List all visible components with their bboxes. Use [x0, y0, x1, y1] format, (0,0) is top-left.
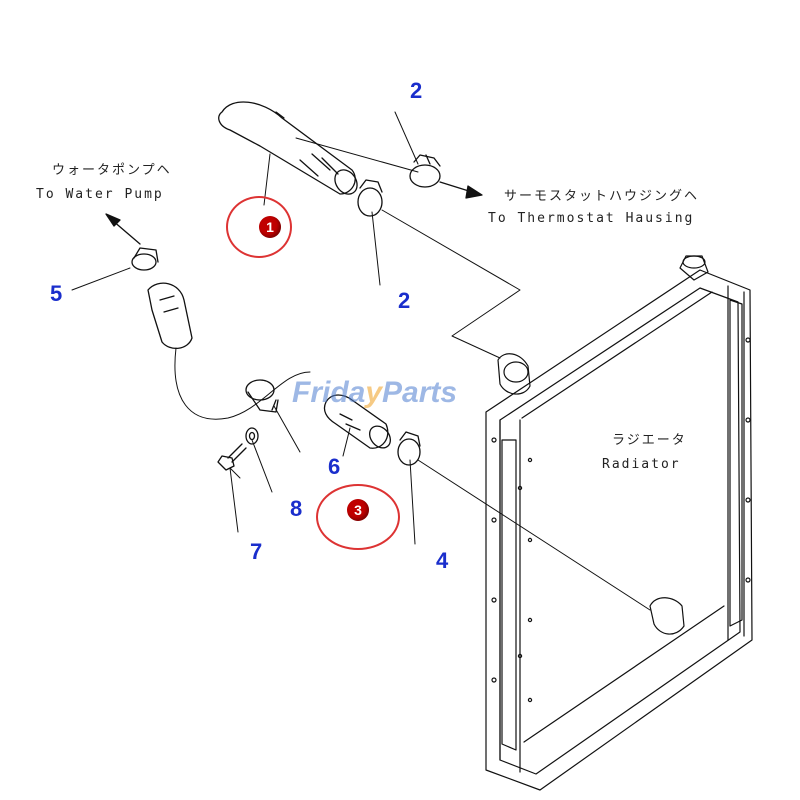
pipe-bracket [245, 379, 279, 413]
arrow-up-left-icon [105, 213, 141, 245]
routing-lines [174, 209, 651, 611]
callout-5: 5 [50, 281, 63, 306]
watermark-logo: FridayParts [292, 378, 457, 408]
hose-clamp-middle [357, 179, 383, 217]
watermark-part-3: Parts [382, 376, 458, 409]
callout-4: 4 [436, 548, 449, 573]
washer [245, 427, 259, 445]
item-badge-3: 3 [347, 499, 369, 521]
arrow-right-icon [439, 181, 483, 199]
thermostat-label-en: To Thermostat Hausing [488, 211, 695, 226]
upper-hose [218, 101, 358, 195]
hose-clamp-top [409, 154, 441, 188]
callout-2-top: 2 [410, 78, 423, 103]
bolt [217, 443, 247, 471]
watermark-part-2: y [365, 376, 383, 409]
callout-8: 8 [290, 496, 303, 521]
thermostat-label-jp: サーモスタットハウジングヘ [504, 189, 700, 204]
watermark-part-1: Frida [292, 376, 366, 409]
radiator [485, 255, 753, 791]
water-pump-fitting [131, 247, 159, 271]
item-badge-1: 1 [259, 216, 281, 238]
lower-elbow-hose [147, 282, 193, 349]
radiator-label-jp: ラジエータ [612, 433, 687, 448]
water-pump-label-jp: ウォータポンプヘ [52, 163, 172, 178]
radiator-label-en: Radiator [602, 457, 681, 472]
callout-7: 7 [250, 539, 263, 564]
hose-clamp-lower [397, 431, 421, 466]
highlight-ring-item-3 [316, 484, 400, 550]
lower-hose [323, 394, 391, 449]
highlight-ring-item-1 [226, 196, 292, 258]
callout-6: 6 [328, 454, 341, 479]
callout-2-middle: 2 [398, 288, 411, 313]
water-pump-label-en: To Water Pump [36, 187, 164, 202]
